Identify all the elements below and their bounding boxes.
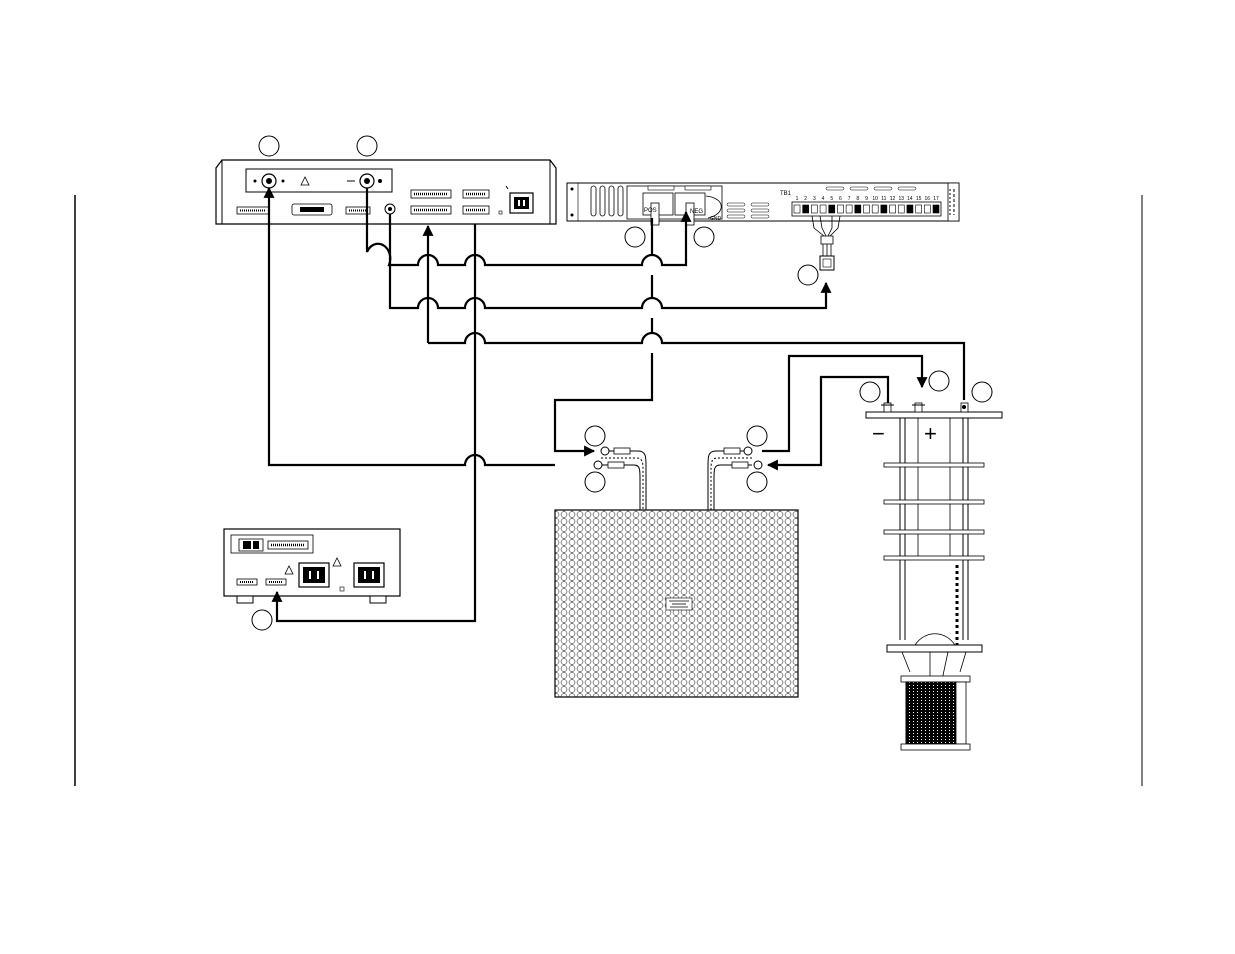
terminal-screw[interactable] xyxy=(803,205,809,213)
terminal-number: 7 xyxy=(848,196,851,202)
terminal-screw[interactable] xyxy=(907,205,913,213)
terminal-number: 12 xyxy=(890,196,896,202)
minus-symbol: − xyxy=(872,421,885,446)
terminal-screw[interactable] xyxy=(881,205,887,213)
callout-circle xyxy=(798,265,818,285)
controller-unit xyxy=(216,160,556,224)
neg-terminal-label: NEG xyxy=(690,209,703,215)
callout-circle xyxy=(259,136,279,156)
terminal-screw[interactable] xyxy=(898,205,904,213)
dc-output-bus xyxy=(627,186,722,219)
terminal-number: 17 xyxy=(933,196,939,202)
cable-neg-to-load xyxy=(555,218,652,451)
callout-circle xyxy=(252,610,272,630)
cable-load-to-stack-plus xyxy=(762,356,922,451)
terminal-screw[interactable] xyxy=(933,205,939,213)
terminal-block-title: TB1 xyxy=(780,191,792,197)
callout-circle xyxy=(747,472,767,492)
terminal-screw[interactable] xyxy=(829,205,835,213)
terminal-screw[interactable] xyxy=(916,205,922,213)
terminal-screw[interactable] xyxy=(811,205,817,213)
plus-symbol: + xyxy=(924,421,937,446)
callout-circle xyxy=(860,382,880,402)
callout-circle xyxy=(625,227,645,247)
terminal-number: 6 xyxy=(839,196,842,202)
callout-circle xyxy=(357,136,377,156)
terminal-number: 9 xyxy=(865,196,868,202)
callout-circle xyxy=(929,371,949,391)
terminal-screw[interactable] xyxy=(794,205,800,213)
lug-terminal[interactable] xyxy=(744,447,752,455)
terminal-number: 16 xyxy=(925,196,931,202)
coil-pack xyxy=(906,682,956,744)
terminal-screw[interactable] xyxy=(820,205,826,213)
terminal-number: 2 xyxy=(804,196,807,202)
pos-terminal-label: POS xyxy=(644,208,657,214)
terminal-number: 11 xyxy=(881,196,886,202)
callout-circle xyxy=(972,382,992,402)
terminal-screw[interactable] xyxy=(864,205,870,213)
sense-wire-harness xyxy=(812,216,840,270)
terminal-screw[interactable] xyxy=(837,205,843,213)
cable-control-3 xyxy=(428,333,964,400)
cable-sense xyxy=(390,214,826,308)
terminal-screw[interactable] xyxy=(846,205,852,213)
callout-circle xyxy=(694,227,714,247)
terminal-number: 3 xyxy=(813,196,816,202)
lug-terminal[interactable] xyxy=(594,461,602,469)
lug-terminal[interactable] xyxy=(754,461,762,469)
terminal-number: 10 xyxy=(872,196,878,202)
terminal-number: 13 xyxy=(898,196,904,202)
terminal-number: 4 xyxy=(822,196,825,202)
small-instrument xyxy=(224,529,400,603)
lug-terminal[interactable] xyxy=(601,447,609,455)
callout-circle xyxy=(585,426,605,446)
electrode-stack: − + xyxy=(866,403,1002,750)
terminal-screw[interactable] xyxy=(924,205,930,213)
terminal-number: 15 xyxy=(916,196,922,202)
callout-circle xyxy=(747,426,767,446)
terminal-number: 1 xyxy=(796,196,799,202)
terminal-screw[interactable] xyxy=(890,205,896,213)
cable-bnc-left xyxy=(269,188,555,465)
terminal-number: 5 xyxy=(830,196,833,202)
terminal-number: 8 xyxy=(856,196,859,202)
terminal-number: 14 xyxy=(907,196,913,202)
callout-circle xyxy=(585,472,605,492)
terminal-screw[interactable] xyxy=(872,205,878,213)
terminal-screw[interactable] xyxy=(855,205,861,213)
